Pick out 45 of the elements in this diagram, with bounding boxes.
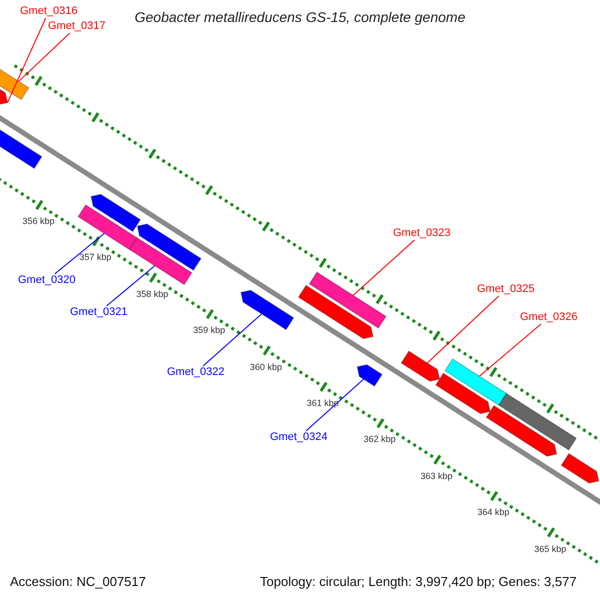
gene-label: Gmet_0316: [20, 5, 78, 18]
gene-feature: [240, 290, 294, 330]
leader-line: [305, 378, 364, 432]
scale-label: 358 kbp: [136, 288, 168, 299]
gene-feature: [77, 204, 138, 250]
title: Geobacter metallireducens GS-15, complete genome: [134, 9, 466, 25]
scale-label: 365 kbp: [534, 544, 566, 554]
gene-feature: [498, 392, 577, 451]
footer-text: Topology: circular; Length: 3,997,420 bp; Genes: 3,577: [260, 574, 577, 589]
gene-feature: [560, 452, 600, 484]
gene-label: Gmet_0325: [477, 283, 534, 296]
gene-feature: [444, 358, 508, 406]
scale-label: 364 kbp: [477, 507, 510, 518]
leader-line: [18, 32, 70, 82]
gene-label: Gmet_0321: [70, 306, 128, 319]
gene-feature: [435, 372, 491, 414]
scale-label: 360 kbp: [250, 362, 282, 372]
scale-label: 357 kbp: [79, 252, 112, 262]
leader-line: [54, 232, 105, 274]
leader-line: [202, 313, 262, 366]
scale-label: 359 kbp: [193, 325, 226, 336]
gene-feature: [90, 194, 142, 232]
scale-label: 356 kbp: [22, 216, 55, 226]
gene-label: Gmet_0317: [48, 20, 106, 33]
gene-label: Gmet_0320: [18, 274, 76, 287]
leader-line: [426, 296, 500, 364]
gene-feature: [308, 271, 387, 329]
gene-feature: [136, 223, 202, 271]
gene-feature: [486, 404, 558, 457]
leader-line: [106, 265, 156, 306]
gene-feature: [400, 350, 440, 382]
gene-feature: [0, 68, 30, 100]
gene-label: Gmet_0324: [270, 431, 328, 444]
gene-label: Gmet_0323: [393, 227, 450, 240]
scale-label: 362 kbp: [364, 434, 396, 444]
leader-line: [478, 324, 542, 377]
scale-label: 363 kbp: [420, 470, 453, 481]
leader-line: [6, 18, 46, 104]
gene-feature: [128, 237, 192, 286]
gene-feature: [298, 284, 374, 340]
gene-label: Gmet_0326: [520, 311, 578, 324]
gene-feature: [356, 364, 383, 387]
footer-text: Accession: NC_007517: [10, 574, 146, 589]
scale-label: 361 kbp: [306, 398, 339, 408]
gene-label: Gmet_0322: [167, 366, 224, 379]
